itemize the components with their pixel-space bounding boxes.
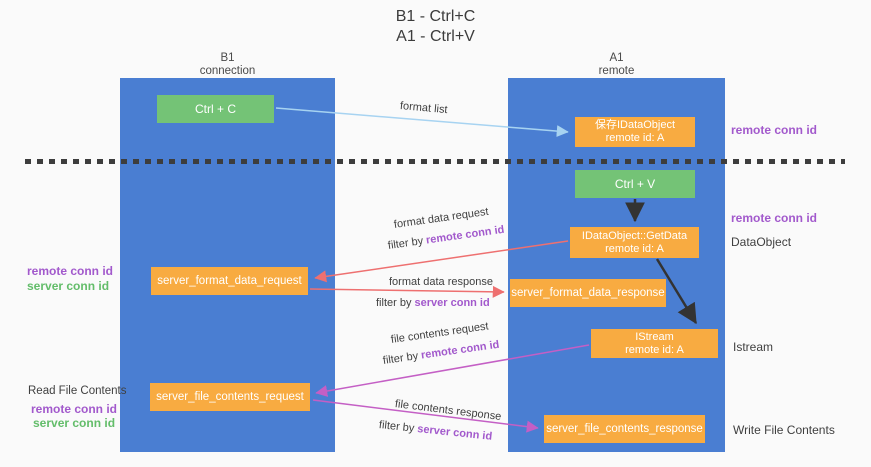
- label-format-list: format list: [399, 100, 449, 117]
- page-title: B1 - Ctrl+C A1 - Ctrl+V: [0, 7, 871, 47]
- box-istream-line2: remote id: A: [625, 343, 684, 356]
- right-column-subtitle: remote: [598, 65, 635, 77]
- filter-by-text: filter by: [382, 349, 422, 367]
- right-column-header: A1 remote: [508, 52, 725, 78]
- box-ctrl-c-label: Ctrl + C: [194, 102, 236, 116]
- box-server-format-data-response: server_format_data_response: [510, 279, 666, 307]
- right-label-remote-conn-id-mid: remote conn id: [731, 211, 818, 225]
- box-server-format-data-response-label: server_format_data_response: [511, 287, 665, 299]
- right-label-dataobject: DataObject: [731, 235, 792, 249]
- box-save-idataobject: 保存IDataObject remote id: A: [575, 117, 695, 147]
- right-label-istream: Istream: [733, 340, 774, 354]
- remote-conn-id-text: remote conn id: [425, 223, 506, 247]
- box-server-file-contents-request: server_file_contents_request: [150, 383, 310, 411]
- label-filter-by-server-2: filter by server conn id: [378, 419, 492, 443]
- arrow-format-data-response: [309, 285, 505, 298]
- right-label-remote-conn-id-top: remote conn id: [731, 123, 818, 137]
- dashed-divider-line: [25, 159, 845, 164]
- right-column-name: A1: [609, 52, 624, 64]
- left-label-read-file-contents: Read File Contents: [28, 385, 127, 397]
- box-save-idataobject-line1: 保存IDataObject: [594, 119, 676, 131]
- remote-conn-id-text: remote conn id: [420, 338, 501, 362]
- title-line-1: B1 - Ctrl+C: [395, 8, 476, 25]
- box-idataobject-getdata: IDataObject::GetData remote id: A: [570, 227, 699, 258]
- title-line-2: A1 - Ctrl+V: [396, 28, 475, 45]
- box-server-format-data-request: server_format_data_request: [151, 267, 308, 295]
- filter-by-text: filter by: [376, 297, 415, 309]
- box-server-file-contents-response: server_file_contents_response: [544, 415, 705, 443]
- box-server-format-data-request-label: server_format_data_request: [157, 275, 302, 287]
- box-ctrl-c: Ctrl + C: [157, 95, 274, 123]
- label-file-contents-response: file contents response: [394, 398, 502, 423]
- label-filter-by-server-1: filter by server conn id: [376, 297, 490, 309]
- left-label-remote-conn-id: remote conn id: [27, 264, 114, 278]
- right-label-write-file-contents: Write File Contents: [733, 423, 835, 437]
- left-column-subtitle: connection: [199, 65, 256, 77]
- left-column-header: B1 connection: [120, 52, 335, 78]
- left-column-name: B1: [220, 52, 235, 64]
- left-label-server-conn-id: server conn id: [27, 279, 110, 293]
- box-idataobject-getdata-line2: remote id: A: [605, 242, 664, 255]
- server-conn-id-text: server conn id: [416, 423, 493, 443]
- box-save-idataobject-line2: remote id: A: [605, 132, 665, 144]
- box-server-file-contents-response-label: server_file_contents_response: [546, 423, 703, 435]
- left-label-read-server-conn-id: server conn id: [33, 416, 116, 430]
- label-format-data-response: format data response: [389, 276, 493, 288]
- box-ctrl-v: Ctrl + V: [575, 170, 695, 198]
- box-ctrl-v-label: Ctrl + V: [614, 177, 656, 191]
- filter-by-text: filter by: [387, 234, 427, 252]
- left-label-read-remote-conn-id: remote conn id: [31, 402, 118, 416]
- filter-by-text: filter by: [378, 419, 418, 435]
- box-istream: IStream remote id: A: [591, 329, 718, 358]
- server-conn-id-text: server conn id: [414, 297, 490, 309]
- box-server-file-contents-request-label: server_file_contents_request: [156, 391, 304, 403]
- box-istream-line1: IStream: [635, 330, 674, 343]
- box-idataobject-getdata-line1: IDataObject::GetData: [581, 229, 688, 242]
